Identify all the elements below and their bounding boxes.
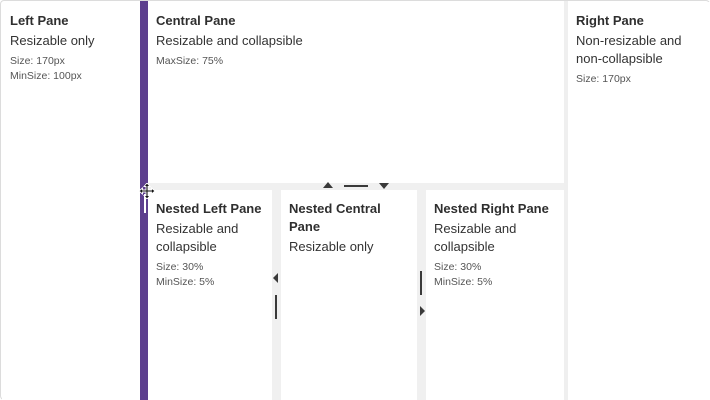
nested-central-pane-title: Nested Central Pane xyxy=(289,201,381,234)
left-pane-description: Resizable only xyxy=(10,33,95,48)
nested-left-pane-title: Nested Left Pane xyxy=(156,201,262,216)
central-pane: Central Pane Resizable and collapsible M… xyxy=(148,2,564,183)
collapse-down-arrow-icon[interactable] xyxy=(379,183,389,189)
nested-resize-handle-2-icon[interactable] xyxy=(420,271,422,295)
nested-left-pane-size: Size: 30% xyxy=(156,261,204,273)
left-pane-min-size: MinSize: 100px xyxy=(10,70,82,82)
nested-right-pane-title: Nested Right Pane xyxy=(434,201,549,216)
right-splitter-bar xyxy=(564,1,568,400)
cursor-caret xyxy=(144,194,146,213)
nested-resize-handle-1-icon[interactable] xyxy=(275,295,277,319)
right-pane: Right Pane Non-resizable and non-collaps… xyxy=(568,2,710,400)
left-pane-title: Left Pane xyxy=(10,13,69,28)
nested-left-pane-description: Resizable and collapsible xyxy=(156,221,239,254)
nested-left-pane: Nested Left Pane Resizable and collapsib… xyxy=(148,190,272,400)
left-pane-size: Size: 170px xyxy=(10,55,65,67)
right-pane-description: Non-resizable and non-collapsible xyxy=(576,33,682,66)
nested-left-pane-min-size: MinSize: 5% xyxy=(156,276,215,288)
nested-central-pane: Nested Central Pane Resizable only xyxy=(281,190,417,400)
nested-central-pane-description: Resizable only xyxy=(289,239,374,254)
nested-right-pane-size: Size: 30% xyxy=(434,261,482,273)
right-pane-title: Right Pane xyxy=(576,13,644,28)
horizontal-resize-handle-icon[interactable] xyxy=(344,185,368,187)
right-pane-size: Size: 170px xyxy=(576,73,631,85)
nested-right-pane-description: Resizable and collapsible xyxy=(434,221,517,254)
nested-right-pane: Nested Right Pane Resizable and collapsi… xyxy=(426,190,564,400)
central-pane-max-size: MaxSize: 75% xyxy=(156,55,224,67)
move-cursor-icon xyxy=(139,183,155,199)
collapse-right-arrow-icon[interactable] xyxy=(420,306,425,316)
nested-splitter-bar-2[interactable] xyxy=(417,190,426,400)
nested-right-pane-min-size: MinSize: 5% xyxy=(434,276,493,288)
collapse-up-arrow-icon[interactable] xyxy=(323,182,333,188)
collapse-left-arrow-icon[interactable] xyxy=(273,273,278,283)
central-pane-title: Central Pane xyxy=(156,13,236,28)
left-pane: Left Pane Resizable only Size: 170px Min… xyxy=(2,2,140,400)
central-pane-description: Resizable and collapsible xyxy=(156,33,303,48)
